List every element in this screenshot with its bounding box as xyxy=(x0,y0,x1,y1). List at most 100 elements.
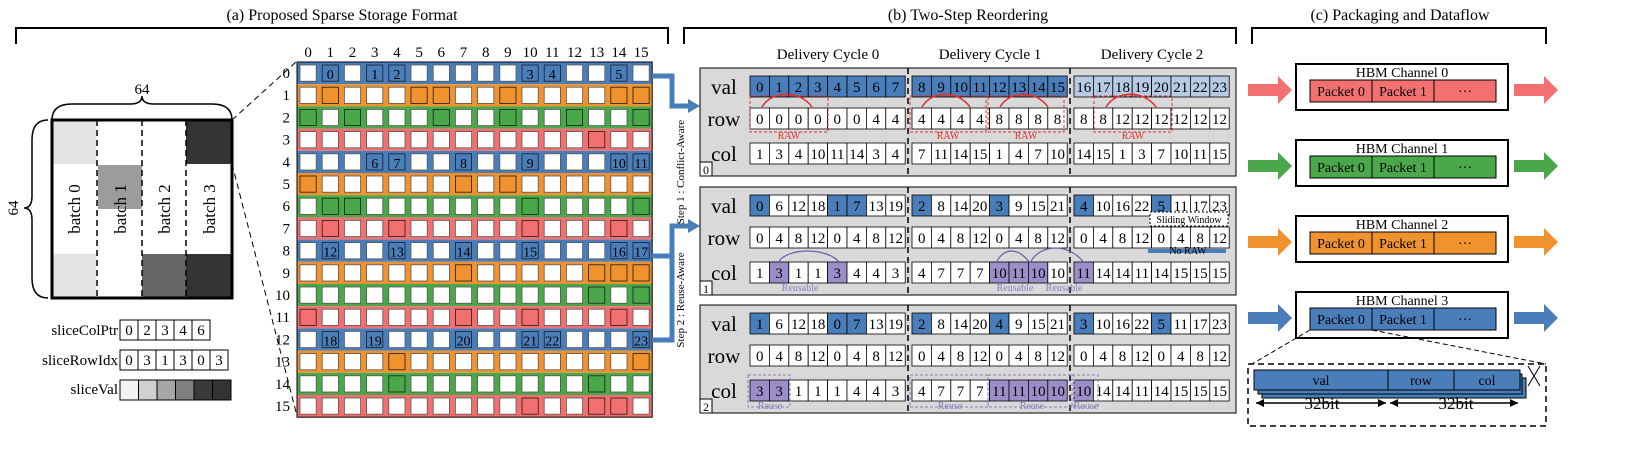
array-cell-value: 8 xyxy=(1034,349,1042,365)
output-arrow xyxy=(1514,152,1558,180)
zero-cell xyxy=(477,330,495,348)
zero-cell xyxy=(543,153,561,171)
nonzero-cell xyxy=(321,197,339,215)
grid-row-band xyxy=(297,62,653,85)
col-index: 1 xyxy=(327,45,335,61)
zero-cell xyxy=(477,219,495,237)
zero-cell xyxy=(410,219,428,237)
zoom-line xyxy=(1251,329,1311,365)
array-cell-value: 0 xyxy=(996,231,1004,247)
zero-cell xyxy=(343,286,361,304)
zero-cell xyxy=(388,109,406,127)
array-cell-value: 8 xyxy=(957,231,965,247)
zero-cell xyxy=(632,219,650,237)
array-cell-value: 15 xyxy=(1193,266,1208,282)
nonzero-cell xyxy=(321,242,339,260)
slice-val-label: sliceVal xyxy=(71,382,118,398)
array-cell-value: 4 xyxy=(892,112,900,128)
zero-cell xyxy=(321,308,339,326)
zero-cell xyxy=(566,286,584,304)
zero-cell xyxy=(477,197,495,215)
array-cell-value: 3 xyxy=(872,147,880,163)
array-cell-value: 4 xyxy=(1080,199,1088,215)
zero-cell xyxy=(499,197,517,215)
array-cell-value: 4 xyxy=(872,384,880,400)
array-row-label: col xyxy=(711,379,737,403)
packet-field-label: val xyxy=(1312,374,1329,389)
array-cell-value: 4 xyxy=(918,266,926,282)
reuse-label: Reuse xyxy=(1074,401,1099,412)
array-cell-value: 7 xyxy=(853,199,861,215)
array-cell-value: 4 xyxy=(957,112,965,128)
zero-cell xyxy=(299,375,317,393)
zero-cell xyxy=(543,109,561,127)
zero-cell xyxy=(388,330,406,348)
zero-cell xyxy=(299,242,317,260)
bit-arrowhead xyxy=(1510,399,1518,407)
zero-cell xyxy=(499,375,517,393)
nonzero-cell xyxy=(632,330,650,348)
output-arrow xyxy=(1514,228,1558,256)
zero-cell xyxy=(477,175,495,193)
zero-cell xyxy=(432,308,450,326)
grid-row-band xyxy=(297,395,653,418)
nonzero-cell xyxy=(588,397,606,415)
array-cell-value: 0 xyxy=(834,231,842,247)
zero-cell xyxy=(566,86,584,104)
array-cell xyxy=(1209,226,1230,249)
grid-row xyxy=(297,395,653,418)
bits-right-label: 32bit xyxy=(1439,394,1474,413)
zero-cell xyxy=(410,175,428,193)
packet-bar xyxy=(1309,307,1497,331)
grid-row xyxy=(297,306,653,329)
zero-cell xyxy=(610,109,628,127)
zero-cell xyxy=(432,353,450,371)
array-cell-value: 4 xyxy=(834,80,842,96)
array-cell-value: 8 xyxy=(937,317,945,333)
nonzero-cell xyxy=(610,397,628,415)
grid-row xyxy=(297,195,653,218)
nonzero-index: 1 xyxy=(371,68,378,83)
nonzero-cell xyxy=(521,330,539,348)
zero-cell xyxy=(543,264,561,282)
array-cell-value: 8 xyxy=(1080,112,1088,128)
zero-cell xyxy=(454,375,472,393)
array-cell-value: 5 xyxy=(853,80,861,96)
array-cell-value: 3 xyxy=(892,266,900,282)
array-cell-value: 15 xyxy=(1031,317,1046,333)
row-index: 12 xyxy=(275,332,290,348)
array-cell-value: 8 xyxy=(795,231,803,247)
nonzero-index: 15 xyxy=(523,246,537,261)
nonzero-cell xyxy=(299,175,317,193)
array-cell-value: 2 xyxy=(918,317,926,333)
grid-row xyxy=(297,106,653,129)
zoom-line-bottom xyxy=(231,163,297,413)
zero-cell xyxy=(454,219,472,237)
packet-label: Packet 1 xyxy=(1379,237,1427,252)
array-cell-value: 4 xyxy=(775,231,783,247)
nonzero-cell xyxy=(610,264,628,282)
zero-cell xyxy=(321,286,339,304)
array-cell-value: 4 xyxy=(918,112,926,128)
col-index: 13 xyxy=(589,45,604,61)
array-cell-value: 8 xyxy=(1119,231,1127,247)
col-index: 2 xyxy=(349,45,357,61)
grid-row-band xyxy=(297,173,653,196)
array-cell-value: 14 xyxy=(953,317,969,333)
grid-row-band xyxy=(297,350,653,373)
grid-row xyxy=(297,217,653,240)
zero-cell xyxy=(543,197,561,215)
zero-cell xyxy=(366,197,384,215)
zero-cell xyxy=(432,397,450,415)
array-cell-value: 10 xyxy=(1050,266,1065,282)
zero-cell xyxy=(321,264,339,282)
array-cell xyxy=(1209,312,1230,335)
array-cell-value: 10 xyxy=(1031,266,1046,282)
array-cell-value: 14 xyxy=(849,147,865,163)
zero-cell xyxy=(432,375,450,393)
zero-cell xyxy=(610,286,628,304)
array-cell-value: 7 xyxy=(976,266,984,282)
array-cell-value: 3 xyxy=(892,384,900,400)
zero-cell xyxy=(343,397,361,415)
